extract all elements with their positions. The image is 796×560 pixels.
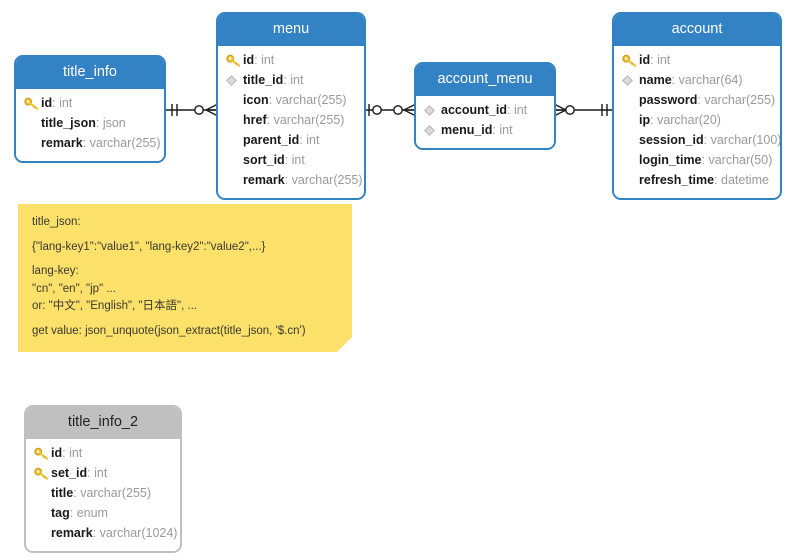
table-field-text: title_id: int [243, 73, 304, 88]
table-field-text: ip: varchar(20) [639, 113, 721, 128]
table-field-row[interactable]: tag: enum [34, 504, 172, 524]
key-icon [622, 53, 639, 69]
table-field-row[interactable]: id: int [226, 51, 356, 71]
no-icon [226, 173, 243, 189]
table-field-text: remark: varchar(255) [41, 136, 161, 151]
note-line: get value: json_unquote(json_extract(tit… [32, 324, 306, 337]
table-field-text: remark: varchar(255) [243, 173, 363, 188]
table-field-row[interactable]: icon: varchar(255) [226, 91, 356, 111]
table-fields-title_info_2: id: int set_id: int title: varchar(255) … [26, 438, 180, 551]
table-field-row[interactable]: id: int [24, 94, 156, 114]
entity-table-account_menu[interactable]: account_menu account_id: int menu_id: in… [414, 62, 556, 150]
table-field-row[interactable]: session_id: varchar(100) [622, 131, 780, 151]
key-icon [24, 96, 41, 112]
table-field-row[interactable]: remark: varchar(255) [226, 171, 363, 191]
sticky-note-title_json[interactable]: title_json: {"lang-key1":"value1", "lang… [18, 204, 352, 352]
table-field-row[interactable]: title_id: int [226, 71, 356, 91]
table-field-text: refresh_time: datetime [639, 173, 769, 188]
entity-table-menu[interactable]: menu id: int title_id: int i [216, 12, 366, 200]
no-icon [34, 486, 51, 502]
key-icon [226, 53, 243, 69]
table-field-text: id: int [51, 446, 83, 461]
table-field-row[interactable]: refresh_time: datetime [622, 171, 772, 191]
table-field-row[interactable]: password: varchar(255) [622, 91, 776, 111]
table-field-row[interactable]: parent_id: int [226, 131, 356, 151]
key-icon [34, 466, 51, 482]
entity-table-title_info_2[interactable]: title_info_2 id: int [24, 405, 182, 553]
table-field-row[interactable]: ip: varchar(20) [622, 111, 772, 131]
diamond-icon [622, 73, 639, 89]
relationship-menu-account_menu [366, 101, 417, 119]
table-fields-menu: id: int title_id: int icon: varchar(255)… [218, 45, 364, 198]
no-icon [226, 153, 243, 169]
table-fields-account_menu: account_id: int menu_id: int [416, 95, 554, 148]
table-fields-title_info: id: int title_json: json remark: varchar… [16, 88, 164, 161]
table-field-text: name: varchar(64) [639, 73, 743, 88]
table-field-text: tag: enum [51, 506, 108, 521]
note-line: or: "中文", "English", "日本語", ... [32, 300, 198, 312]
table-field-text: login_time: varchar(50) [639, 153, 773, 168]
no-icon [226, 93, 243, 109]
table-field-row[interactable]: login_time: varchar(50) [622, 151, 772, 171]
key-icon [34, 446, 51, 462]
table-field-text: parent_id: int [243, 133, 320, 148]
note-line: {"lang-key1":"value1", "lang-key2":"valu… [32, 240, 266, 253]
note-line: "cn", "en", "jp" ... [32, 282, 116, 295]
table-title-menu: menu [218, 14, 364, 46]
table-field-row[interactable]: remark: varchar(255) [24, 134, 161, 154]
table-title-title_info: title_info [16, 57, 164, 89]
table-field-text: id: int [243, 53, 275, 68]
table-fields-account: id: int name: varchar(64) password: varc… [614, 45, 780, 198]
table-field-row[interactable]: set_id: int [34, 464, 172, 484]
entity-table-account[interactable]: account id: int name: varchar(64) [612, 12, 782, 200]
no-icon [622, 93, 639, 109]
table-field-row[interactable]: menu_id: int [424, 121, 546, 141]
table-field-row[interactable]: title_json: json [24, 114, 156, 134]
diamond-icon [424, 103, 441, 119]
no-icon [622, 173, 639, 189]
note-line: title_json: [32, 216, 81, 228]
table-field-text: account_id: int [441, 103, 528, 118]
table-field-text: title_json: json [41, 116, 126, 131]
table-field-row[interactable]: href: varchar(255) [226, 111, 356, 131]
no-icon [24, 136, 41, 152]
table-field-text: session_id: varchar(100) [639, 133, 782, 148]
table-field-text: href: varchar(255) [243, 113, 345, 128]
no-icon [622, 133, 639, 149]
table-title-account: account [614, 14, 780, 46]
no-icon [34, 526, 51, 542]
no-icon [226, 133, 243, 149]
table-field-text: remark: varchar(1024) [51, 526, 178, 541]
table-field-text: sort_id: int [243, 153, 305, 168]
table-field-text: set_id: int [51, 466, 108, 481]
note-fold-corner [337, 337, 352, 352]
diamond-icon [226, 73, 243, 89]
no-icon [622, 153, 639, 169]
entity-table-title_info[interactable]: title_info id: int title_json: json rema… [14, 55, 166, 163]
table-field-text: menu_id: int [441, 123, 513, 138]
table-field-row[interactable]: name: varchar(64) [622, 71, 772, 91]
no-icon [226, 113, 243, 129]
no-icon [622, 113, 639, 129]
table-field-row[interactable]: id: int [34, 444, 172, 464]
table-field-text: icon: varchar(255) [243, 93, 347, 108]
table-title-account_menu: account_menu [416, 64, 554, 96]
no-icon [34, 506, 51, 522]
table-field-row[interactable]: sort_id: int [226, 151, 356, 171]
table-title-title_info_2: title_info_2 [26, 407, 180, 439]
table-field-text: password: varchar(255) [639, 93, 776, 108]
table-field-row[interactable]: id: int [622, 51, 772, 71]
table-field-text: title: varchar(255) [51, 486, 152, 501]
relationship-title_info-menu [166, 101, 219, 119]
note-line: lang-key: [32, 265, 79, 277]
table-field-row[interactable]: remark: varchar(1024) [34, 524, 177, 544]
table-field-text: id: int [639, 53, 671, 68]
table-field-row[interactable]: account_id: int [424, 101, 546, 121]
table-field-row[interactable]: title: varchar(255) [34, 484, 172, 504]
diamond-icon [424, 123, 441, 139]
table-field-text: id: int [41, 96, 73, 111]
no-icon [24, 116, 41, 132]
relationship-account_menu-account [553, 101, 614, 119]
